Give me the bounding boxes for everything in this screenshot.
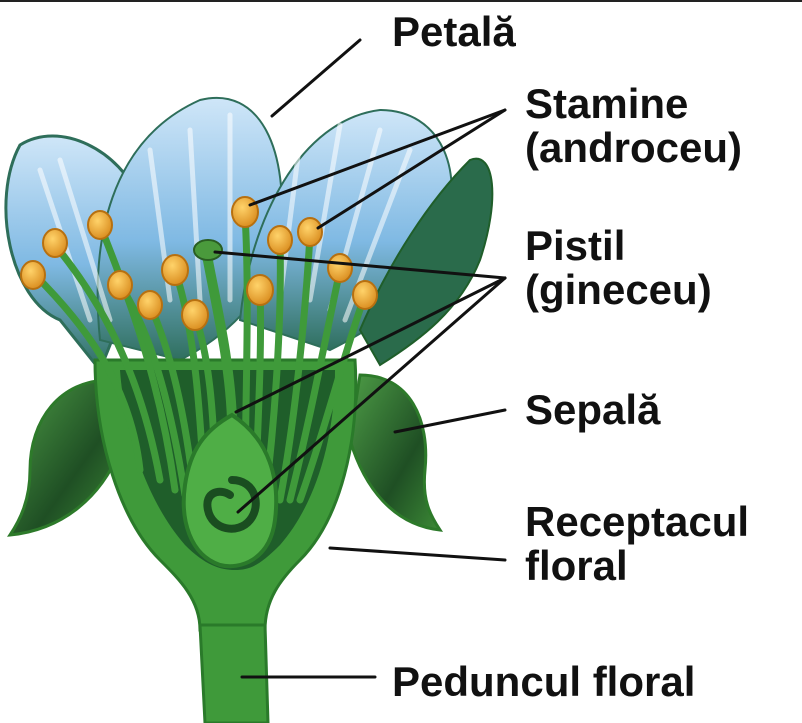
- label-sepala: Sepală: [525, 388, 660, 432]
- anther: [181, 299, 209, 331]
- label-petala-text: Petală: [392, 8, 516, 55]
- sepal-left: [6, 378, 122, 537]
- peduncle-stem: [198, 623, 270, 723]
- anther: [267, 225, 293, 255]
- label-pistil-line2: (gineceu): [525, 266, 712, 313]
- anther: [161, 254, 189, 286]
- leader-line-stamine-1: [248, 108, 507, 207]
- pistil-stigma: [193, 239, 223, 261]
- label-stamine: Stamine (androceu): [525, 82, 742, 170]
- anther: [107, 270, 133, 300]
- label-sepala-text: Sepală: [525, 386, 661, 433]
- label-pistil-line1: Pistil: [525, 222, 626, 269]
- leader-line-petala: [270, 38, 362, 118]
- pistil-style: [201, 245, 237, 425]
- pistil-ovule: [203, 476, 260, 533]
- anther: [137, 290, 163, 320]
- leader-line-receptacul: [328, 546, 507, 562]
- anther: [352, 280, 378, 310]
- pistil: [181, 239, 279, 569]
- sepals: [6, 373, 444, 537]
- anther: [231, 196, 259, 228]
- label-stamine-line2: (androceu): [525, 124, 743, 171]
- anther: [246, 274, 274, 306]
- leader-line-pistil-2: [234, 276, 507, 414]
- label-peduncul-text: Peduncul floral: [392, 658, 696, 705]
- leader-line-pistil-3: [236, 276, 507, 514]
- label-petala: Petală: [392, 10, 516, 54]
- label-stamine-line1: Stamine: [525, 80, 689, 127]
- anther: [42, 228, 68, 258]
- anther: [87, 210, 113, 240]
- leader-lines: [213, 38, 507, 679]
- label-receptacul-line1: Receptacul: [525, 498, 750, 545]
- leader-line-pistil-1: [213, 250, 507, 280]
- anther: [20, 260, 46, 290]
- anthers: [20, 196, 378, 331]
- leader-line-sepala: [393, 408, 507, 434]
- label-peduncul: Peduncul floral: [392, 660, 695, 704]
- anther: [297, 217, 323, 247]
- label-receptacul: Receptacul floral: [525, 500, 749, 588]
- sepal-right: [348, 373, 444, 532]
- label-pistil: Pistil (gineceu): [525, 224, 712, 312]
- petal-right: [358, 157, 494, 367]
- label-receptacul-line2: floral: [525, 542, 628, 589]
- leader-line-stamine-2: [316, 108, 507, 230]
- anther: [327, 253, 353, 283]
